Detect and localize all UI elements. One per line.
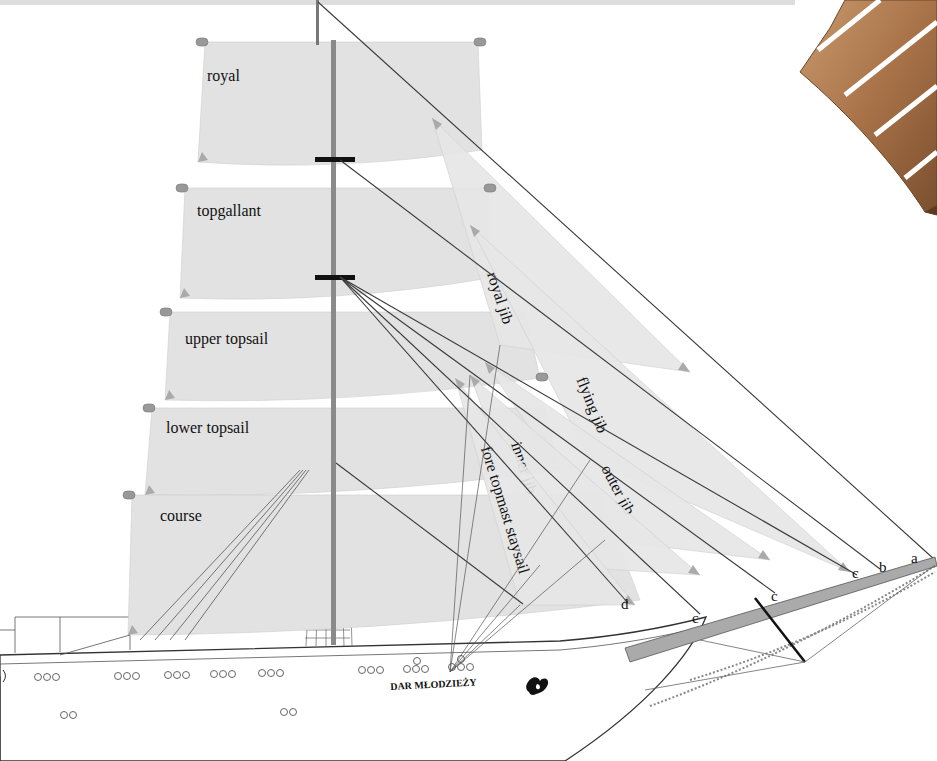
sail-name: course — [160, 508, 202, 524]
sail-corner — [145, 485, 155, 495]
sail-corner — [838, 562, 850, 572]
sheets — [450, 345, 605, 672]
sail-corner — [485, 362, 495, 374]
jib-sail-shape — [455, 378, 635, 605]
sail-cloth — [180, 188, 490, 299]
rigging-letter: b — [879, 560, 887, 575]
deck-rail — [0, 617, 130, 653]
sail-corner — [455, 378, 465, 390]
rigging-letter: c — [852, 566, 859, 581]
square-sail: royal — [198, 42, 482, 172]
mast — [315, 0, 355, 645]
sail-name: topgallant — [197, 203, 261, 219]
sail-name: lower topsail — [166, 420, 249, 436]
ship-name: DAR MŁODZIEŻY — [390, 677, 477, 692]
square-sail-shape — [198, 42, 482, 172]
ship-emblem — [526, 677, 548, 695]
wooden-plank — [800, 0, 937, 215]
stays — [318, 2, 935, 614]
sail-cloth — [455, 378, 635, 605]
sail-corner — [688, 565, 700, 575]
sail-corner — [128, 625, 138, 635]
sail-name: upper topsail — [185, 331, 268, 347]
rigging-letter: c — [771, 589, 778, 604]
bowsprit — [625, 557, 937, 690]
sail-corner — [678, 362, 690, 372]
jib-sail: fore topmast staysail — [455, 378, 635, 605]
rigging-letter: c — [692, 611, 699, 626]
anchor-chain — [650, 566, 935, 706]
sail-corner — [470, 375, 480, 387]
sail-corner — [758, 550, 770, 560]
square-sail: topgallant — [180, 188, 490, 304]
rigging-letter: d — [621, 597, 629, 612]
sail-corner — [165, 390, 175, 400]
sail-corner — [470, 225, 480, 237]
shrouds — [60, 470, 309, 655]
hull — [0, 617, 706, 761]
sail-corner — [198, 152, 208, 162]
top-bar — [0, 0, 795, 5]
sail-corner — [180, 288, 190, 298]
rigging-letter: a — [911, 551, 918, 566]
yard-caps — [123, 38, 548, 499]
sail-cloth — [198, 42, 482, 165]
sail-name: royal — [207, 68, 240, 84]
sail-corner — [432, 118, 442, 130]
